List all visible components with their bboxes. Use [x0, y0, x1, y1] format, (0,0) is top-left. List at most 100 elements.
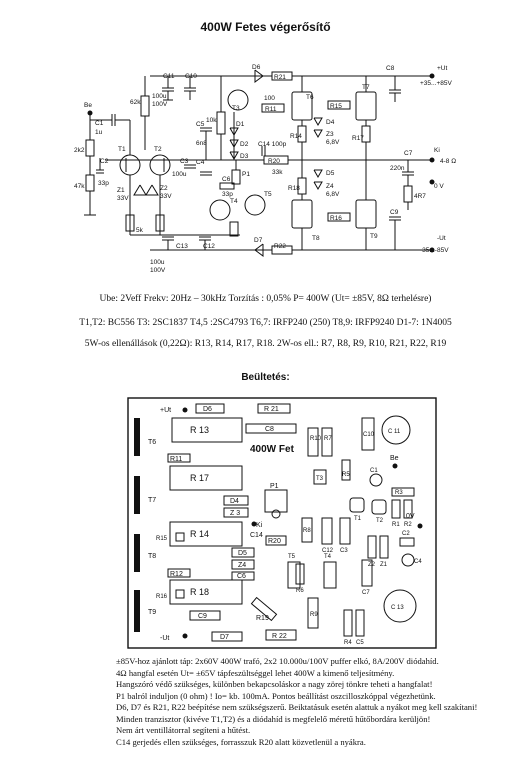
svg-text:C9: C9 — [390, 209, 399, 216]
layout-r1 — [391, 499, 401, 519]
resistor-r4 — [155, 214, 165, 232]
svg-text:T8: T8 — [312, 235, 320, 242]
pad-zero-v — [417, 523, 423, 529]
layout-c8 — [245, 423, 297, 434]
layout-p1 — [264, 489, 288, 513]
heatsink-t8 — [134, 534, 140, 572]
svg-text:D3: D3 — [240, 153, 249, 160]
layout-r14 — [169, 521, 243, 547]
layout-r10 — [307, 427, 319, 457]
layout-r2 — [403, 499, 413, 519]
svg-text:T6: T6 — [148, 439, 156, 446]
heatsink-t9 — [134, 590, 140, 632]
layout-label-zero-v: 0V — [406, 513, 415, 520]
diode-d4 — [313, 117, 323, 127]
note-line: ±85V-hoz ajánlott táp: 2x60V 400W trafó,… — [116, 656, 439, 666]
svg-text:1u: 1u — [95, 129, 103, 136]
svg-text:100V: 100V — [152, 101, 168, 108]
svg-text:C7: C7 — [362, 590, 370, 596]
amplifier-schematic: Be C1 1u 2k2 47k C2 33p T1 T2 Z1 33V Z2 … — [74, 64, 456, 274]
svg-text:T1: T1 — [354, 516, 362, 522]
resistor-r21 — [271, 71, 293, 81]
layout-r21 — [257, 403, 291, 414]
svg-text:T2: T2 — [376, 518, 384, 524]
layout-r17 — [169, 465, 243, 491]
svg-text:C10: C10 — [185, 73, 197, 80]
layout-r7 — [321, 427, 333, 457]
svg-text:R4: R4 — [344, 640, 352, 646]
layout-t2 — [371, 499, 387, 515]
layout-z4 — [231, 559, 255, 570]
svg-text:C 13: C 13 — [391, 605, 404, 611]
note-line: P1 balról induljon (0 ohm) ! Io= kb. 100… — [116, 690, 436, 701]
svg-text:Z2: Z2 — [160, 185, 168, 192]
svg-text:D6: D6 — [252, 64, 261, 71]
svg-text:C3: C3 — [340, 548, 348, 554]
svg-text:+Ut: +Ut — [437, 65, 447, 72]
svg-text:5k: 5k — [136, 227, 144, 234]
svg-text:R20: R20 — [268, 158, 280, 165]
svg-text:T5: T5 — [288, 554, 296, 560]
layout-r13 — [171, 417, 243, 443]
svg-text:P1: P1 — [242, 171, 250, 178]
svg-text:C1: C1 — [95, 120, 104, 127]
svg-text:100u: 100u — [150, 259, 165, 266]
svg-text:R 14: R 14 — [190, 529, 209, 539]
svg-text:C12: C12 — [203, 243, 215, 250]
layout-t5 — [287, 561, 301, 589]
layout-z3 — [223, 507, 249, 518]
heatsink-t6 — [134, 418, 140, 456]
svg-text:6,8V: 6,8V — [326, 191, 340, 198]
svg-text:4-8 Ω: 4-8 Ω — [440, 158, 456, 165]
svg-text:R20: R20 — [268, 538, 281, 545]
layout-r22 — [265, 629, 297, 641]
svg-text:2k2: 2k2 — [74, 147, 85, 154]
svg-text:Z1: Z1 — [117, 187, 125, 194]
svg-text:T4: T4 — [230, 198, 238, 205]
svg-text:C14 100p: C14 100p — [258, 141, 287, 148]
transistor-t4 — [209, 199, 231, 221]
pad-minus-ut — [182, 633, 188, 639]
layout-r9 — [307, 597, 319, 629]
svg-text:D5: D5 — [326, 170, 335, 177]
svg-text:R21: R21 — [274, 74, 286, 81]
svg-text:-35...-85V: -35...-85V — [420, 247, 449, 254]
resistor-r11 — [261, 103, 285, 113]
layout-z2 — [367, 535, 377, 559]
svg-text:62k: 62k — [130, 99, 141, 106]
layout-r18 — [169, 579, 243, 605]
svg-text:33V: 33V — [117, 195, 129, 202]
svg-text:P1: P1 — [270, 483, 279, 490]
layout-c13 — [383, 589, 417, 623]
note-line: Nem árt ventillátorral segíteni a hűtést… — [116, 725, 251, 735]
svg-text:T7: T7 — [362, 84, 370, 91]
svg-text:R15: R15 — [156, 536, 168, 542]
svg-text:R14: R14 — [290, 133, 302, 140]
resistor-r22 — [271, 245, 293, 255]
svg-text:R15: R15 — [330, 103, 342, 110]
pad-plus-ut — [182, 407, 188, 413]
svg-text:100V: 100V — [150, 267, 166, 274]
pad-be — [392, 463, 398, 469]
svg-text:C5: C5 — [196, 121, 205, 128]
svg-text:C6: C6 — [222, 176, 231, 183]
svg-text:6n8: 6n8 — [196, 140, 207, 147]
resistor-r3 — [125, 214, 135, 232]
svg-text:R11: R11 — [265, 106, 277, 113]
layout-r12 — [167, 568, 191, 578]
capacitor-c6 — [219, 182, 235, 190]
layout-d6 — [195, 403, 225, 414]
resistor-r16 — [327, 212, 351, 222]
layout-p1-adjust — [271, 509, 281, 519]
svg-text:47k: 47k — [74, 183, 85, 190]
spec-line-3: 5W-os ellenállások (0,22Ω): R13, R14, R1… — [84, 339, 447, 349]
svg-text:Z3: Z3 — [326, 131, 334, 138]
svg-text:4R7: 4R7 — [414, 193, 426, 200]
diode-d6 — [254, 69, 264, 83]
svg-text:R 21: R 21 — [264, 406, 279, 413]
resistor-r18 — [297, 177, 307, 195]
note-line: Hangszóró védő szükséges, különben bekap… — [116, 679, 433, 689]
svg-text:R22: R22 — [274, 243, 286, 250]
svg-text:R1: R1 — [392, 522, 400, 528]
layout-c12 — [321, 517, 333, 545]
